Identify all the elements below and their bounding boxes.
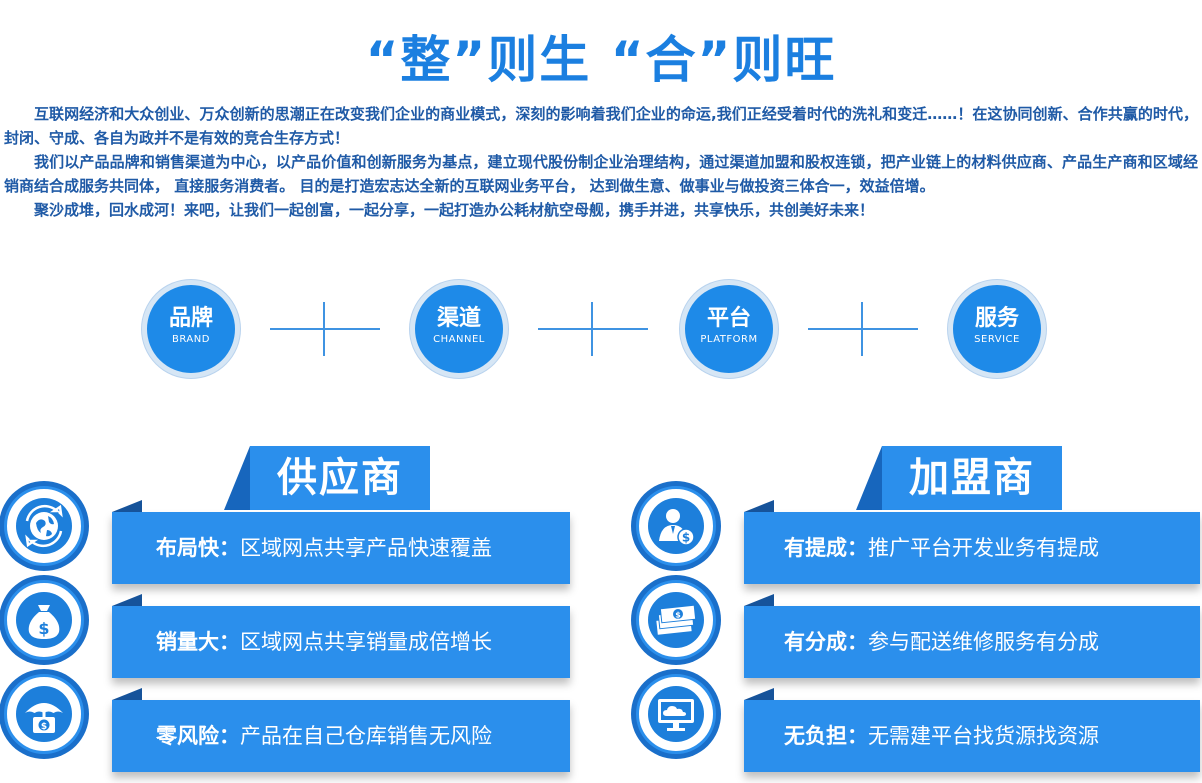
pillar-service: 服务 SERVICE — [948, 280, 1046, 378]
supplier-title: 供应商 — [250, 446, 430, 510]
benefit-key: 布局快： — [156, 536, 240, 560]
benefit-text: 参与配送维修服务有分成 — [868, 630, 1099, 654]
svg-text:$: $ — [682, 531, 690, 545]
supplier-row: 销量大：区域网点共享销量成倍增长 $ — [4, 580, 570, 678]
pillar-sublabel: CHANNEL — [433, 334, 485, 345]
connector-line — [538, 302, 648, 356]
franchisee-row: 有提成：推广平台开发业务有提成 $ — [636, 486, 1200, 584]
svg-text:$: $ — [38, 619, 49, 638]
intro-text: 互联网经济和大众创业、万众创新的思潮正在改变我们企业的商业模式，深刻的影响着我们… — [4, 102, 1198, 222]
benefit-key: 有分成： — [784, 630, 868, 654]
pillar-label: 品牌 — [168, 306, 213, 331]
benefit-key: 有提成： — [784, 536, 868, 560]
intro-paragraph: 聚沙成堆，回水成河！来吧，让我们一起创富，一起分享，一起打造办公耗材航空母舰，携… — [34, 201, 875, 219]
supplier-row: 零风险：产品在自己仓库销售无风险 $ — [4, 674, 570, 772]
pillar-sublabel: PLATFORM — [700, 334, 758, 345]
pillar-sublabel: SERVICE — [974, 334, 1020, 345]
pillar-label: 渠道 — [436, 306, 481, 331]
benefit-key: 销量大： — [156, 630, 240, 654]
svg-text:$: $ — [675, 611, 681, 620]
person-dollar-icon: $ — [636, 486, 716, 566]
supplier-row: 布局快：区域网点共享产品快速覆盖 — [4, 486, 570, 584]
page-title: “整”则生 “合”则旺 — [365, 31, 837, 89]
pillars-row: 品牌 BRAND 渠道 CHANNEL 平台 PLATFORM 服务 SERVI… — [0, 280, 1202, 380]
intro-paragraph: 互联网经济和大众创业、万众创新的思潮正在改变我们企业的商业模式，深刻的影响着我们… — [4, 105, 1198, 147]
supplier-header: 供应商 — [224, 446, 430, 510]
connector-line — [270, 302, 380, 356]
cloud-monitor-icon — [636, 674, 716, 754]
franchisee-title: 加盟商 — [882, 446, 1062, 510]
benefit-text: 推广平台开发业务有提成 — [868, 536, 1099, 560]
benefit-key: 无负担： — [784, 724, 868, 748]
benefit-text: 产品在自己仓库销售无风险 — [240, 724, 492, 748]
franchisee-header: 加盟商 — [856, 446, 1062, 510]
pillar-label: 平台 — [706, 306, 751, 331]
benefit-text: 无需建平台找货源找资源 — [868, 724, 1099, 748]
pillar-channel: 渠道 CHANNEL — [410, 280, 508, 378]
franchisee-row: 有分成：参与配送维修服务有分成 $ — [636, 580, 1200, 678]
benefit-key: 零风险： — [156, 724, 240, 748]
umbrella-icon: $ — [4, 674, 84, 754]
intro-paragraph: 我们以产品品牌和销售渠道为中心，以产品价值和创新服务为基点，建立现代股份制企业治… — [4, 153, 1198, 195]
connector-line — [808, 302, 918, 356]
benefit-text: 区域网点共享产品快速覆盖 — [240, 536, 492, 560]
franchisee-row: 无负担：无需建平台找货源找资源 — [636, 674, 1200, 772]
pillar-label: 服务 — [974, 306, 1019, 331]
globe-icon — [4, 486, 84, 566]
pillar-brand: 品牌 BRAND — [142, 280, 240, 378]
cash-stack-icon: $ — [636, 580, 716, 660]
svg-text:$: $ — [41, 722, 47, 732]
benefit-text: 区域网点共享销量成倍增长 — [240, 630, 492, 654]
pillar-sublabel: BRAND — [172, 334, 210, 345]
money-bag-icon: $ — [4, 580, 84, 660]
pillar-platform: 平台 PLATFORM — [680, 280, 778, 378]
